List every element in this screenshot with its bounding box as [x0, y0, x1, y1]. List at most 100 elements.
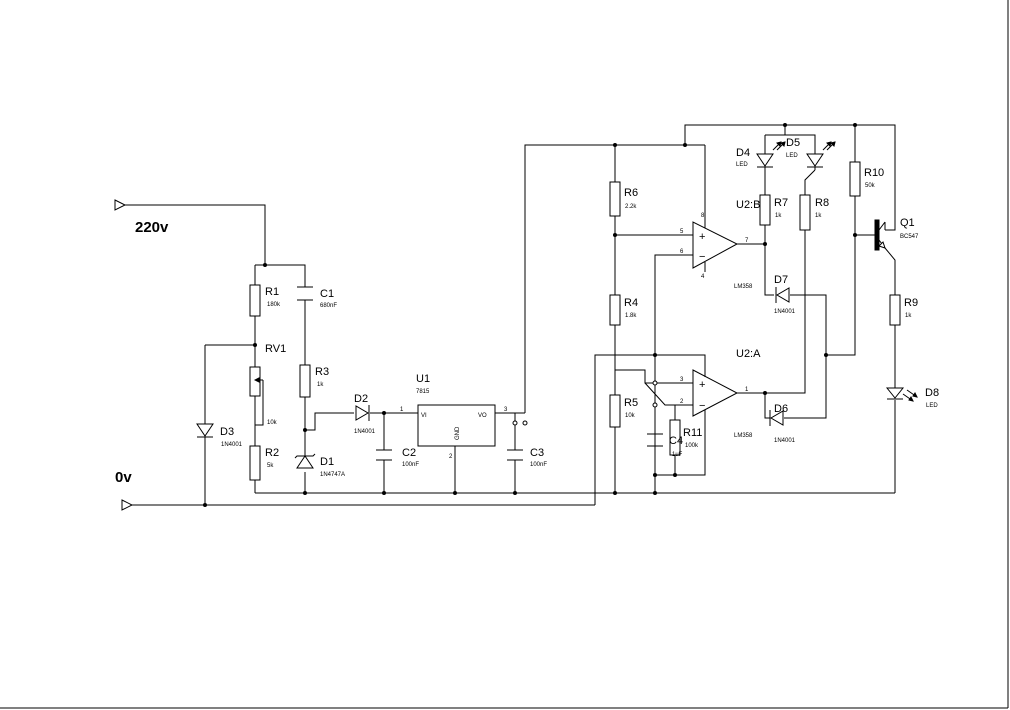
r9-ref: R9: [904, 297, 918, 309]
terminal-0v-label: 0v: [115, 469, 132, 486]
led-d8: D8 LED: [885, 385, 939, 409]
r9-value: 1k: [905, 313, 912, 319]
led-d5: D5 LED: [786, 137, 836, 170]
resistor-r11: R11 100k: [669, 419, 702, 456]
terminal-220v-label: 220v: [135, 219, 169, 236]
r6-ref: R6: [624, 187, 638, 199]
u1-value: 7815: [416, 389, 430, 395]
resistor-r10: R10 50k: [849, 161, 884, 197]
capacitor-c2: C2 100nF: [376, 447, 419, 468]
u2a-pin3-num: 3: [680, 377, 684, 383]
resistor-r2: R2 5k: [249, 445, 279, 481]
c1-ref: C1: [320, 288, 334, 300]
led-d4: D4 LED: [736, 141, 786, 170]
u2b-minus-sign: −: [699, 251, 705, 263]
resistor-r9: R9 1k: [889, 294, 918, 326]
u1-pin1-num: 1: [400, 407, 404, 413]
r4-value: 1.8k: [625, 313, 637, 319]
r10-ref: R10: [864, 167, 884, 179]
diode-d6: D6 1N4001: [769, 403, 796, 444]
u1-pin-vi: VI: [421, 413, 427, 419]
diode-d3: D3 1N4001: [196, 423, 243, 448]
u1-pin2-num: 2: [449, 454, 453, 460]
diode-d7: D7 1N4001: [774, 274, 796, 315]
d1-ref: D1: [320, 456, 334, 468]
d8-ref: D8: [925, 387, 939, 399]
regulator-u1: U1 7815 VI VO GND 1 2 3: [400, 373, 508, 460]
terminal-0v: 0v: [115, 469, 134, 511]
transistor-q1: Q1 BC547: [874, 217, 919, 251]
r11-value: 100k: [685, 443, 699, 449]
r11-ref: R11: [683, 427, 702, 439]
c3-value: 100nF: [530, 462, 547, 468]
r7-value: 1k: [775, 213, 782, 219]
u1-pin3-num: 3: [504, 407, 508, 413]
r6-value: 2.2k: [625, 204, 637, 210]
d5-ref: D5: [786, 137, 800, 149]
u2b-ref: U2:B: [736, 199, 760, 211]
rv1-value: 10k: [267, 420, 278, 426]
r1-ref: R1: [265, 286, 279, 298]
u2b-pin7-num: 7: [745, 238, 749, 244]
q1-ref: Q1: [900, 217, 915, 229]
zener-d1: D1 1N4747A: [294, 453, 345, 478]
r5-ref: R5: [624, 397, 638, 409]
capacitor-c3: C3 100nF: [507, 447, 547, 468]
u2a-pin1-num: 1: [745, 387, 749, 393]
opamp-u2a: U2:A LM358 + − 3 2 1: [680, 348, 761, 439]
u2b-pin5-num: 5: [680, 229, 684, 235]
u1-ref: U1: [416, 373, 430, 385]
u2b-pin4-num: 4: [701, 274, 705, 280]
junction-dots: [203, 123, 857, 507]
resistor-r4: R4 1.8k: [609, 294, 638, 326]
d6-ref: D6: [774, 403, 788, 415]
u1-pin-gnd: GND: [455, 426, 461, 440]
r4-ref: R4: [624, 297, 638, 309]
u2b-pin8-num: 8: [701, 213, 705, 219]
c4-ref: C4: [669, 435, 683, 447]
r2-value: 5k: [267, 463, 274, 469]
resistor-r7: R7 1k: [759, 194, 788, 226]
opamp-u2b: U2:B LM358 + − 5 6 7 8 4: [680, 199, 760, 290]
c2-value: 100nF: [402, 462, 419, 468]
q1-value: BC547: [900, 234, 919, 240]
r7-ref: R7: [774, 197, 788, 209]
u2a-pin2-num: 2: [680, 399, 684, 405]
r2-ref: R2: [265, 447, 279, 459]
rv1-ref: RV1: [265, 343, 286, 355]
d3-ref: D3: [220, 426, 234, 438]
d2-value: 1N4001: [354, 429, 376, 435]
r5-value: 10k: [625, 413, 636, 419]
wires: [122, 124, 896, 506]
capacitor-c4: C4 1uF: [647, 433, 683, 458]
terminal-220v: 220v: [114, 199, 169, 236]
r3-value: 1k: [317, 382, 324, 388]
d2-ref: D2: [354, 393, 368, 405]
resistor-r3: R3 1k: [299, 364, 329, 398]
resistor-r1: R1 180k: [249, 284, 281, 317]
resistor-r6: R6 2.2k: [609, 181, 638, 217]
r10-value: 50k: [865, 183, 876, 189]
c2-ref: C2: [402, 447, 416, 459]
r1-value: 180k: [267, 302, 281, 308]
r8-value: 1k: [815, 213, 822, 219]
d4-value: LED: [736, 162, 748, 168]
d1-value: 1N4747A: [320, 472, 345, 478]
u2a-ref: U2:A: [736, 348, 761, 360]
r3-ref: R3: [315, 366, 329, 378]
d7-ref: D7: [774, 274, 788, 286]
u2a-minus-sign: −: [699, 400, 705, 412]
u2b-value: LM358: [734, 284, 753, 290]
c3-ref: C3: [530, 447, 544, 459]
d3-value: 1N4001: [221, 442, 243, 448]
d5-value: LED: [786, 153, 798, 159]
resistor-r5: R5 10k: [609, 394, 638, 428]
diode-d2: D2 1N4001: [354, 393, 376, 435]
u2a-value: LM358: [734, 433, 753, 439]
u1-pin-vo: VO: [478, 413, 487, 419]
d8-value: LED: [926, 403, 938, 409]
resistor-r8: R8 1k: [799, 194, 829, 231]
c1-value: 680nF: [320, 303, 337, 309]
d7-value: 1N4001: [774, 309, 796, 315]
